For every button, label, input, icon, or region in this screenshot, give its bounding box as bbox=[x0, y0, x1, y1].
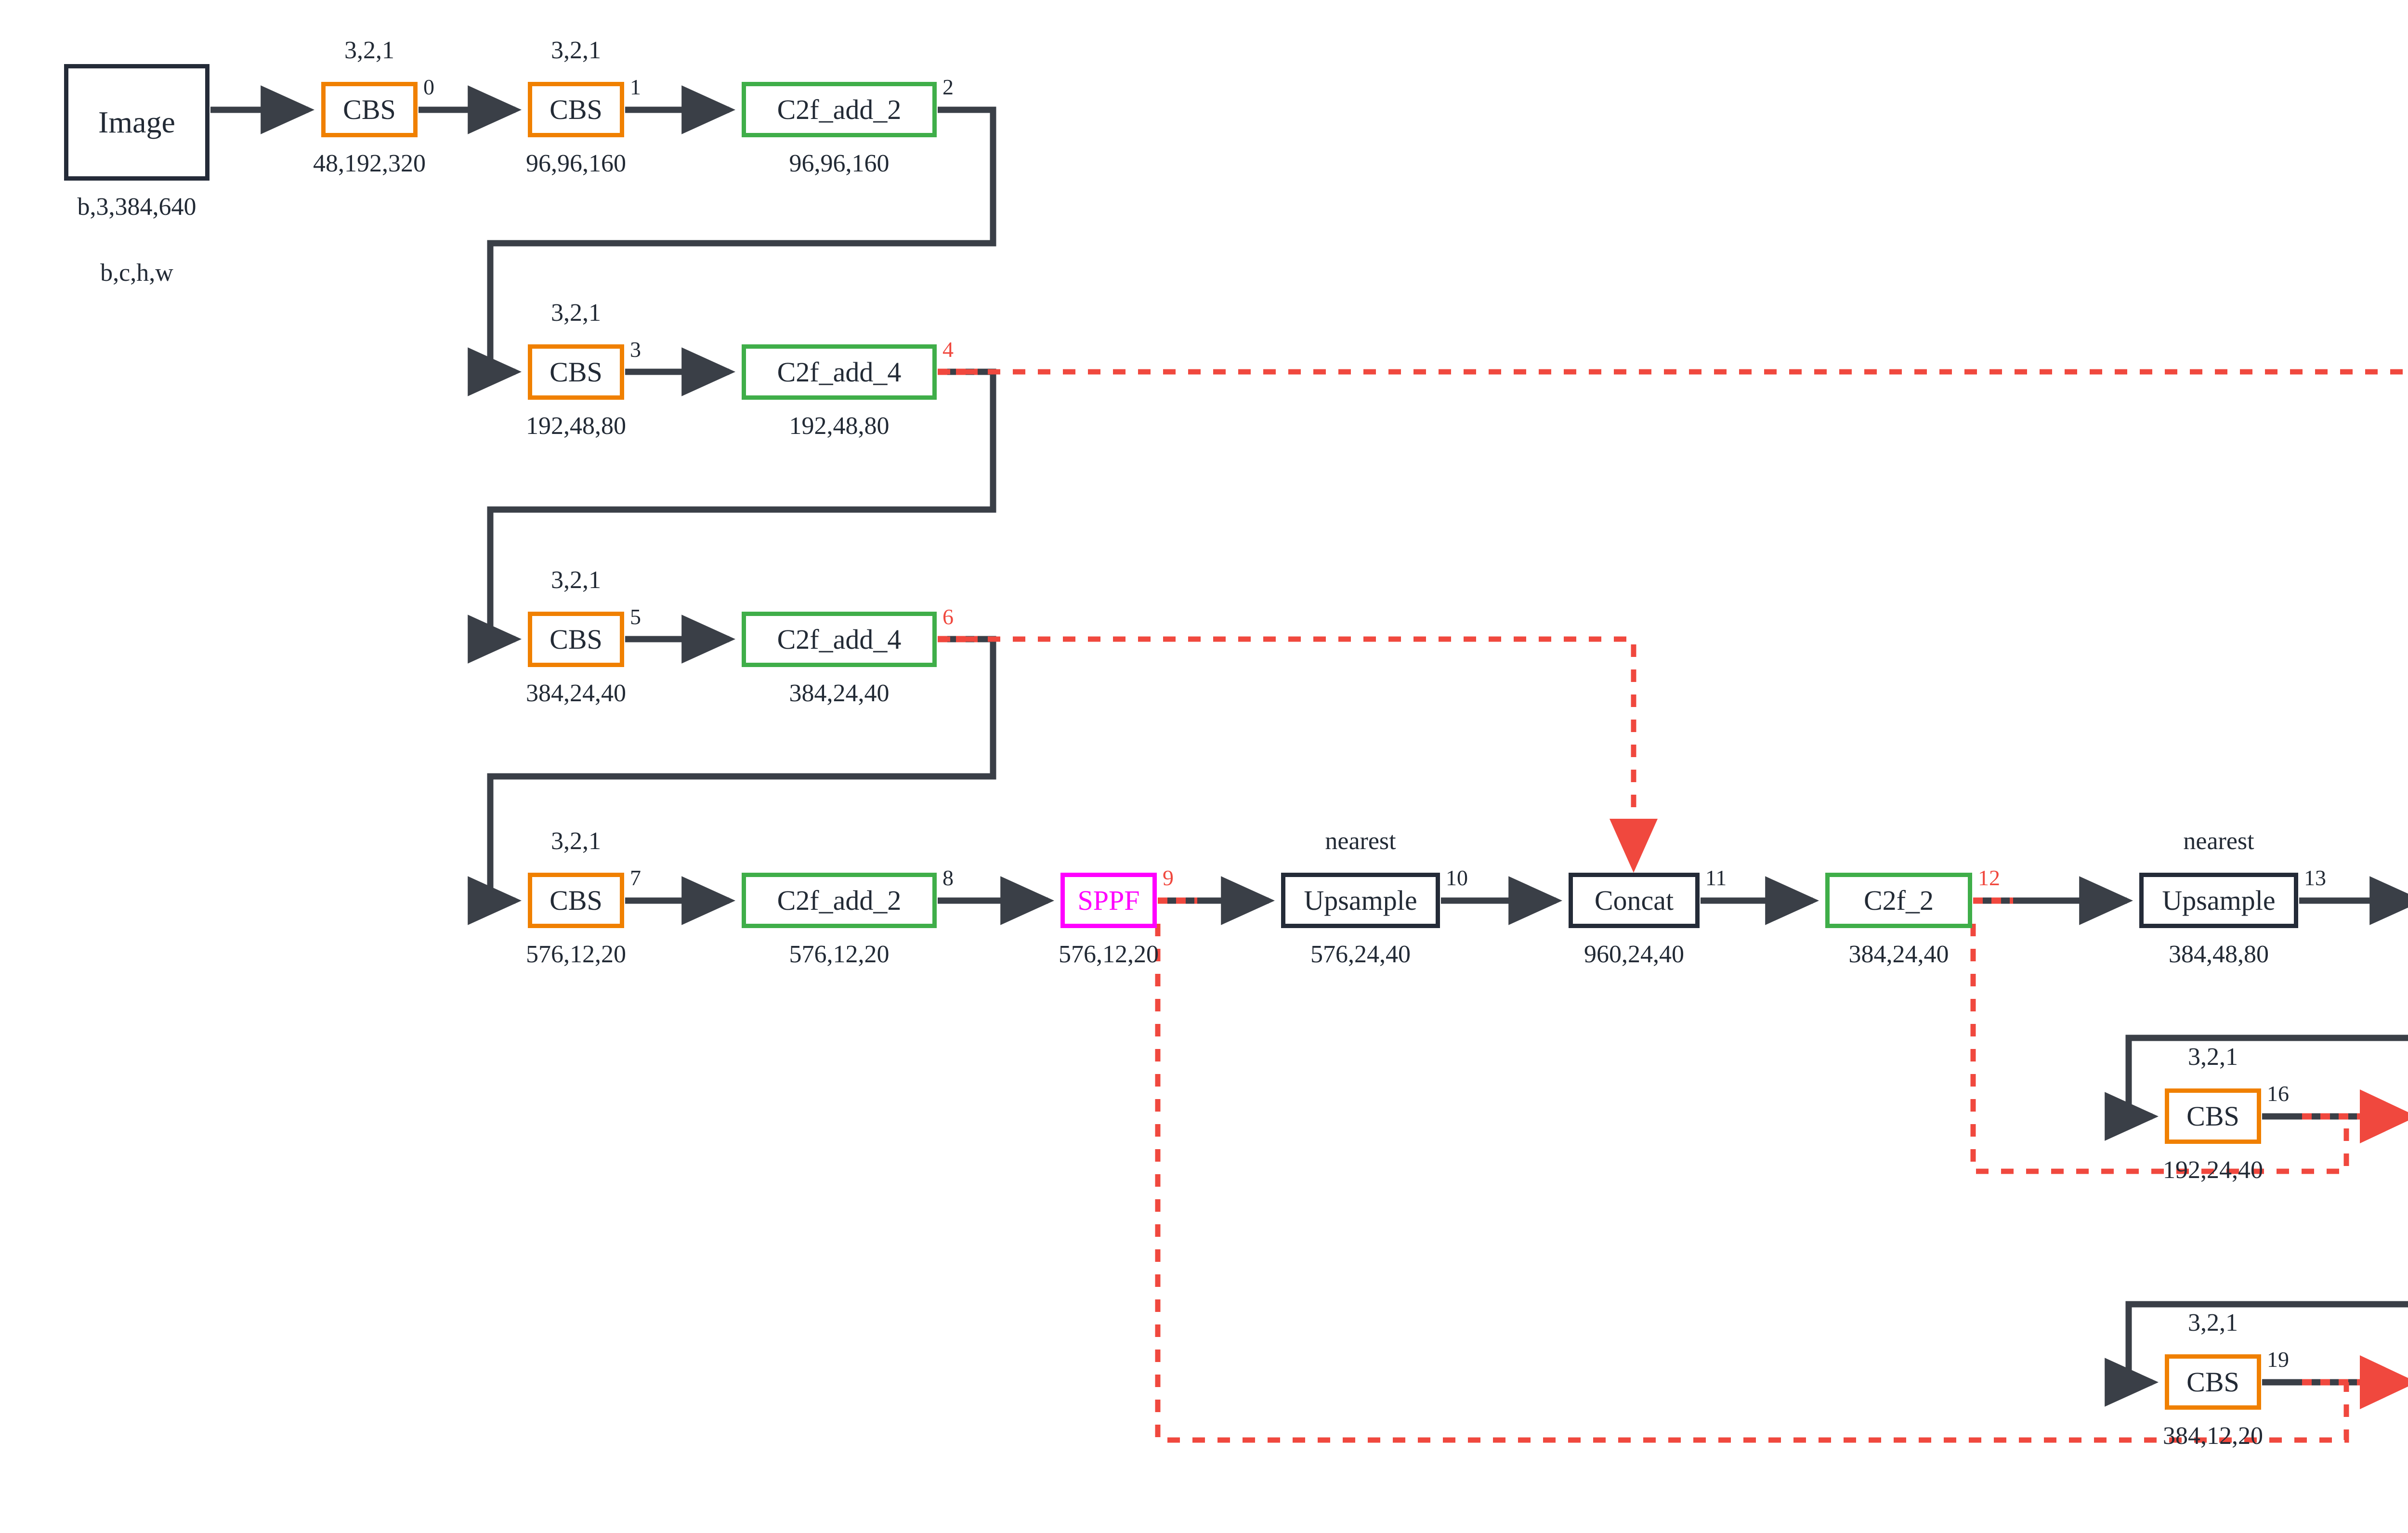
node-label-up10: Upsample bbox=[1304, 884, 1417, 916]
node-index-cbs0: 0 bbox=[423, 75, 434, 99]
node-top-caption-cbs16: 3,2,1 bbox=[2188, 1043, 2238, 1071]
node-image[interactable]: Image bbox=[64, 64, 209, 181]
node-label-cbs0: CBS bbox=[343, 93, 396, 125]
node-index-cbs7: 7 bbox=[630, 865, 641, 890]
node-index-up10: 10 bbox=[1446, 865, 1468, 890]
node-index-cat11: 11 bbox=[1705, 865, 1727, 890]
node-index-sppf9: 9 bbox=[1163, 865, 1174, 890]
node-bottom-caption-c2f12: 384,24,40 bbox=[1848, 941, 1949, 968]
node-label-cbs3: CBS bbox=[550, 356, 602, 388]
node-top-caption-cbs1: 3,2,1 bbox=[551, 37, 601, 64]
node-bottom-caption-c2f8: 576,12,20 bbox=[789, 941, 890, 968]
node-top-caption-cbs0: 3,2,1 bbox=[344, 37, 394, 64]
node-top-caption-cbs7: 3,2,1 bbox=[551, 827, 601, 855]
node-bottom-caption-cat20: 960,12,20 bbox=[2351, 1423, 2408, 1450]
node-index-c2f12: 12 bbox=[1978, 865, 2000, 890]
node-bottom-caption-c2f4: 192,48,80 bbox=[789, 412, 890, 440]
node-label-cat11: Concat bbox=[1594, 884, 1674, 916]
node-bottom-caption-cbs16: 192,24,40 bbox=[2163, 1156, 2263, 1184]
node-c2f2[interactable]: C2f_add_2 bbox=[742, 82, 937, 137]
node-label-cbs19: CBS bbox=[2186, 1366, 2239, 1398]
node-label-image: Image bbox=[98, 105, 175, 139]
node-top-caption-cbs19: 3,2,1 bbox=[2188, 1309, 2238, 1336]
node-cbs7[interactable]: CBS bbox=[528, 873, 624, 928]
node-bottom-caption-cat14: 576,48,80 bbox=[2351, 942, 2408, 968]
node-bottom-caption-cbs5: 384,24,40 bbox=[526, 680, 626, 707]
node-bottom-caption-cbs0: 48,192,320 bbox=[313, 150, 426, 177]
node-label-c2f2: C2f_add_2 bbox=[777, 93, 902, 125]
node-cat11[interactable]: Concat bbox=[1569, 873, 1700, 928]
node-top-caption-cbs3: 3,2,1 bbox=[551, 299, 601, 327]
node-c2f6[interactable]: C2f_add_4 bbox=[742, 612, 937, 667]
node-sppf9[interactable]: SPPF bbox=[1060, 873, 1157, 928]
node-bottom-caption-cbs7: 576,12,20 bbox=[526, 941, 626, 968]
node-bottom-caption-c2f6: 384,24,40 bbox=[789, 680, 890, 707]
node-bottom-caption-image: b,3,384,640 bbox=[77, 193, 196, 221]
node-label-cbs16: CBS bbox=[2186, 1100, 2239, 1132]
node-index-c2f4: 4 bbox=[942, 337, 954, 362]
annotation-bchw: b,c,h,w bbox=[100, 259, 173, 287]
node-bottom-caption-c2f2: 96,96,160 bbox=[789, 150, 890, 177]
node-label-cbs1: CBS bbox=[550, 93, 602, 125]
node-bottom-caption-cbs3: 192,48,80 bbox=[526, 412, 626, 440]
node-bottom-caption-sppf9: 576,12,20 bbox=[1059, 941, 1159, 968]
node-top-caption-cbs5: 3,2,1 bbox=[551, 566, 601, 594]
node-bottom-caption-cat11: 960,24,40 bbox=[1584, 941, 1684, 968]
node-cbs3[interactable]: CBS bbox=[528, 344, 624, 400]
node-index-up13: 13 bbox=[2304, 865, 2326, 890]
node-index-cbs3: 3 bbox=[630, 337, 641, 362]
node-label-c2f8: C2f_add_2 bbox=[777, 884, 902, 916]
node-cbs16[interactable]: CBS bbox=[2165, 1088, 2261, 1144]
node-label-sppf9: SPPF bbox=[1077, 884, 1140, 916]
node-label-c2f12: C2f_2 bbox=[1864, 884, 1934, 916]
node-index-c2f2: 2 bbox=[942, 75, 954, 99]
node-cbs19[interactable]: CBS bbox=[2165, 1354, 2261, 1410]
node-cbs1[interactable]: CBS bbox=[528, 82, 624, 137]
node-top-caption-up13: nearest bbox=[2183, 827, 2254, 855]
node-index-cbs19: 19 bbox=[2267, 1347, 2289, 1372]
node-cbs0[interactable]: CBS bbox=[321, 82, 418, 137]
node-c2f8[interactable]: C2f_add_2 bbox=[742, 873, 937, 928]
node-bottom-caption-cbs1: 96,96,160 bbox=[526, 150, 626, 177]
node-bottom-caption-cat17: 576,24,40 bbox=[2351, 1157, 2408, 1184]
node-c2f12[interactable]: C2f_2 bbox=[1825, 873, 1972, 928]
node-label-c2f4: C2f_add_4 bbox=[777, 356, 902, 388]
node-cbs5[interactable]: CBS bbox=[528, 612, 624, 667]
node-bottom-caption-up10: 576,24,40 bbox=[1310, 941, 1411, 968]
node-index-c2f6: 6 bbox=[942, 604, 954, 629]
node-index-cbs5: 5 bbox=[630, 604, 641, 629]
node-label-cbs5: CBS bbox=[550, 623, 602, 655]
node-top-caption-up10: nearest bbox=[1325, 827, 1396, 855]
node-c2f4[interactable]: C2f_add_4 bbox=[742, 344, 937, 400]
node-label-c2f6: C2f_add_4 bbox=[777, 623, 902, 655]
node-up13[interactable]: Upsample bbox=[2139, 873, 2298, 928]
node-label-cbs7: CBS bbox=[550, 884, 602, 916]
node-index-c2f8: 8 bbox=[942, 865, 954, 890]
node-bottom-caption-up13: 384,48,80 bbox=[2169, 941, 2269, 968]
node-index-cbs1: 1 bbox=[630, 75, 641, 99]
node-up10[interactable]: Upsample bbox=[1281, 873, 1440, 928]
node-index-cbs16: 16 bbox=[2267, 1081, 2289, 1106]
node-label-up13: Upsample bbox=[2162, 884, 2276, 916]
node-bottom-caption-cbs19: 384,12,20 bbox=[2163, 1422, 2263, 1450]
